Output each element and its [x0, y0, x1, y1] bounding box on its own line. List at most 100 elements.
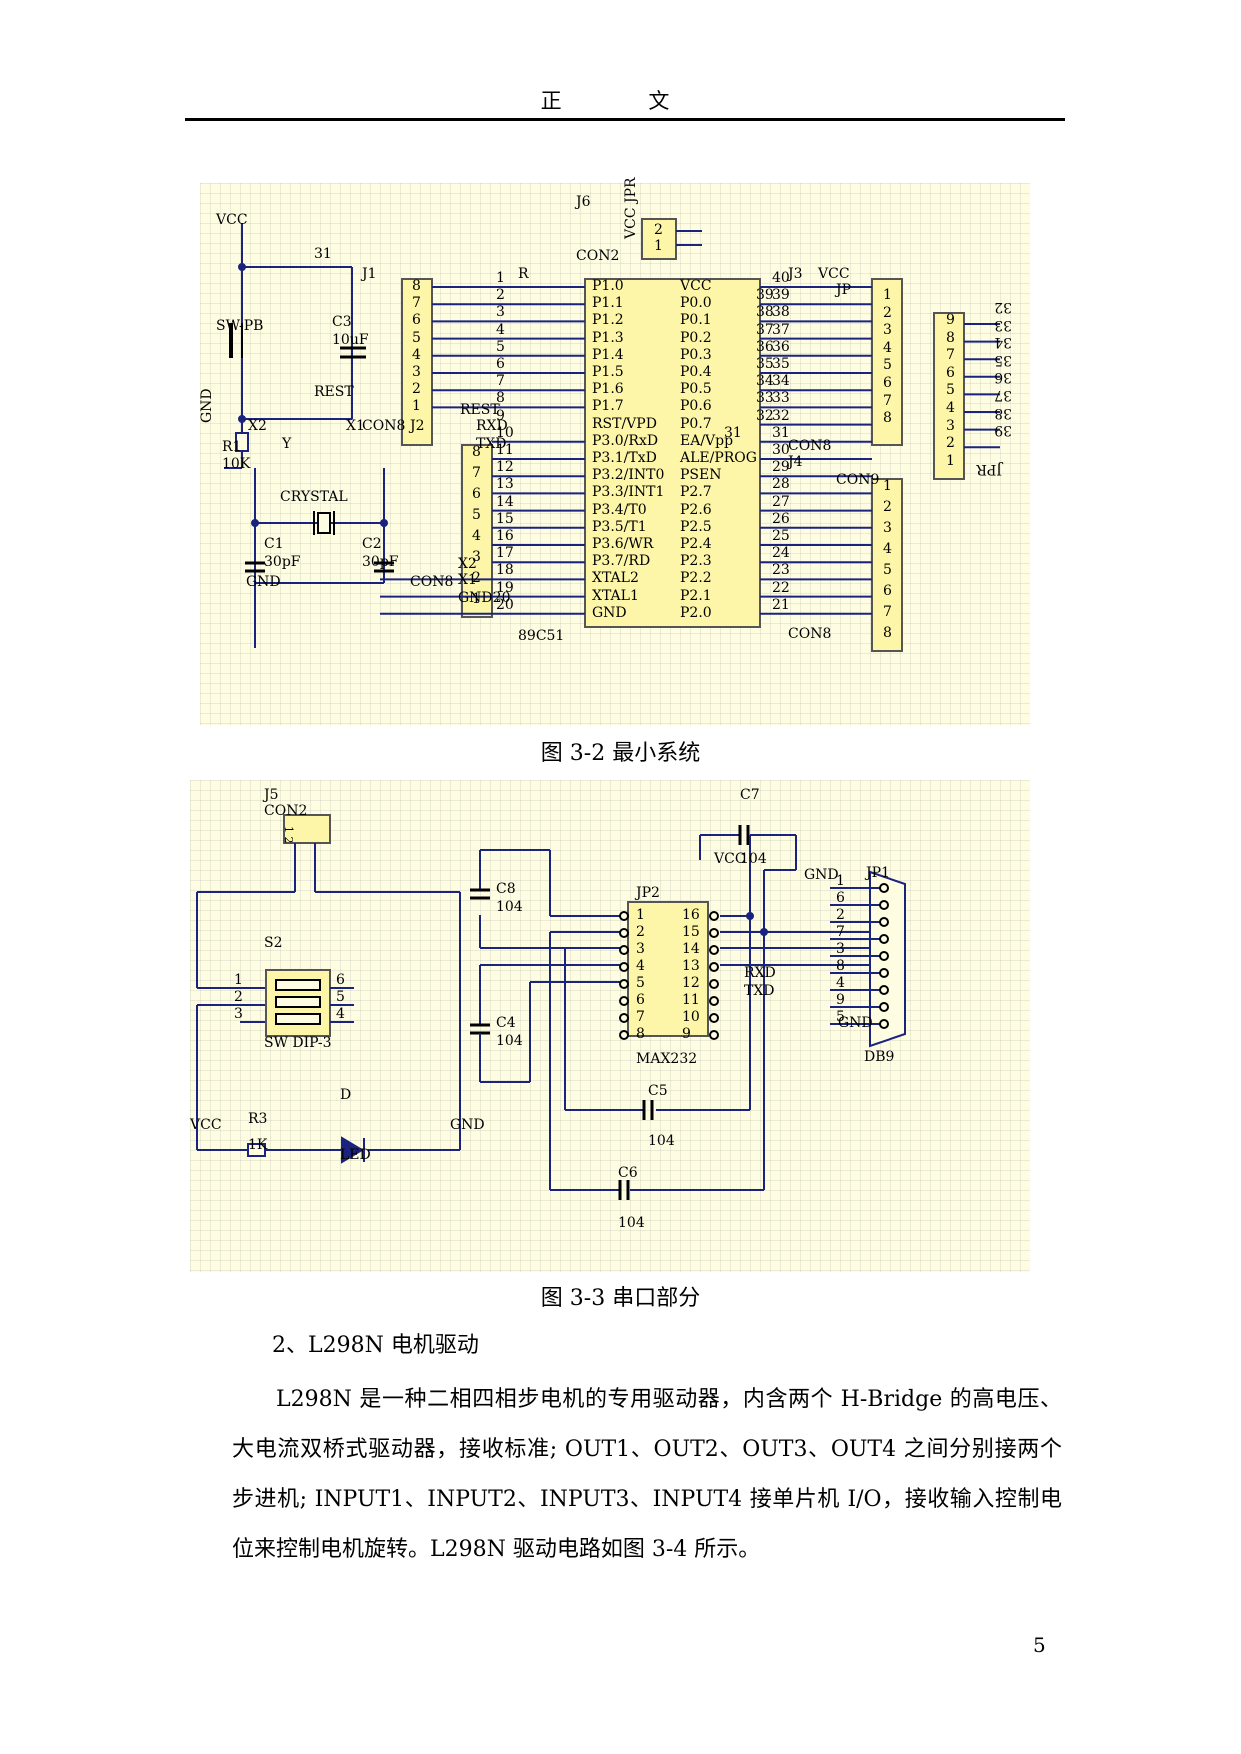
chip-right-pin-number: 32 — [772, 407, 790, 424]
chip-right-pin-number: 39 — [772, 287, 790, 304]
chip-left-pin-number: 9 — [496, 407, 505, 424]
j2-pin-number: 2 — [472, 570, 481, 586]
j2-pin-number: 8 — [472, 444, 481, 460]
ea-net-label: 31 — [724, 425, 742, 441]
header-rule — [185, 118, 1065, 121]
db9-pin — [879, 1002, 889, 1012]
chip-left-pin-number: 13 — [496, 476, 514, 493]
chip-right-pin-number: 26 — [772, 510, 790, 527]
chip-left-pin-label: P3.2/INT0 — [592, 467, 665, 484]
net-x1-label: X1 — [458, 572, 477, 588]
j3-pin-number: 8 — [883, 410, 892, 427]
net-gnd-label: GND20 — [458, 590, 511, 606]
j3-pin-number: 6 — [883, 375, 892, 391]
jp-net-label: 39 — [994, 422, 1012, 439]
j2-label: J2 — [410, 418, 425, 434]
chip-right-pin-label: P0.0 — [680, 295, 712, 312]
chip-right-pin-label: P2.5 — [680, 518, 712, 535]
jp-net-label: 33 — [994, 316, 1012, 333]
db9-pin — [879, 934, 889, 944]
max232-left-pin — [619, 928, 629, 938]
j4-pin-number: 7 — [883, 604, 892, 620]
j4-pin-number: 1 — [883, 478, 892, 494]
chip-right-pin-number: 34 — [772, 373, 790, 390]
chip-left-pin-number: 12 — [496, 459, 514, 476]
j3-net-label: 39 — [756, 287, 774, 304]
j3-net-label: 35 — [756, 356, 774, 372]
max232-left-pin-number: 8 — [636, 1026, 645, 1042]
section-title: 2、L298N 电机驱动 — [272, 1333, 479, 1358]
max232-right-pin-number: 14 — [682, 941, 700, 957]
j3-pin-number: 5 — [883, 357, 892, 374]
chip-right-pin-number: 25 — [772, 528, 790, 544]
chip-right-pin-label: P0.1 — [680, 312, 712, 329]
s2-right-pin-number: 4 — [336, 1006, 345, 1022]
max232-right-pin-number: 11 — [682, 992, 700, 1008]
chip-right-pin-number: 37 — [772, 321, 790, 338]
j2-pin-number: 4 — [472, 528, 481, 544]
c5-value: 104 — [648, 1133, 675, 1149]
chip-left-pin-label: P1.1 — [592, 295, 624, 312]
figure2-caption: 图 3-3 串口部分 — [540, 1286, 701, 1311]
j1-pin-number: 2 — [412, 381, 421, 398]
jp-pin-number: 5 — [946, 382, 955, 399]
jp-pin-number: 4 — [946, 400, 955, 416]
max232-right-pin — [709, 1030, 719, 1040]
j3-net-label: 37 — [756, 321, 774, 338]
j6-pin-number: 2 — [654, 222, 663, 238]
chip-right-pin-number: 21 — [772, 596, 790, 613]
j3-vcc-label: VCC — [818, 266, 850, 282]
j2-pin-number: 6 — [472, 486, 481, 502]
db9-pin-number: 1 — [836, 873, 845, 889]
j2-pin-number: 7 — [472, 465, 481, 481]
db9-label: DB9 — [864, 1049, 895, 1065]
chip-left-pin-number: 11 — [496, 442, 514, 458]
rest-label: REST — [314, 384, 354, 400]
chip-left-pin-label: XTAL1 — [592, 587, 639, 604]
j3-net-label: 33 — [756, 390, 774, 407]
vcc-label: VCC — [190, 1117, 222, 1133]
chip-left-pin-label: P1.7 — [592, 398, 624, 415]
chip-right-pin-number: 30 — [772, 442, 790, 458]
jp-pin-number: 2 — [946, 435, 955, 452]
jp-name: CON9 — [836, 472, 880, 488]
s2-left-pin-number: 2 — [234, 989, 243, 1005]
chip-right-pin-label: EA/Vpp — [680, 432, 734, 449]
max232-left-pin-number: 7 — [636, 1009, 645, 1025]
db9-pin — [879, 968, 889, 978]
j4-label: J4 — [788, 454, 803, 470]
c3-value: 10uF — [332, 332, 369, 348]
chip-right-pin-label: P2.6 — [680, 501, 712, 518]
chip-right-pin-label: PSEN — [680, 467, 722, 484]
j4-pin-number: 5 — [883, 562, 892, 578]
max232-right-pin-number: 15 — [682, 924, 700, 940]
j6-name: CON2 — [576, 248, 620, 264]
x2-label: X2 — [248, 418, 267, 434]
chip-left-pin-label: P3.6/WR — [592, 536, 654, 552]
d-label: D — [340, 1087, 352, 1103]
j3-pin-number: 7 — [883, 392, 892, 409]
j5-label: J5 — [264, 787, 279, 803]
c8-value: 104 — [496, 899, 523, 915]
max232-right-pin — [709, 962, 719, 972]
jp2-label: JP2 — [636, 885, 660, 901]
max232-left-pin-number: 2 — [636, 924, 645, 940]
max232-right-pin — [709, 1013, 719, 1023]
r3-label: R3 — [248, 1111, 268, 1127]
db9-pin-number: 7 — [836, 924, 845, 940]
crystal-label: CRYSTAL — [280, 489, 348, 505]
net-x2-label: X2 — [458, 556, 477, 572]
max232-left-pin — [619, 911, 629, 921]
chip-right-pin-number: 31 — [772, 424, 790, 441]
max232-right-pin-number: 10 — [682, 1009, 700, 1025]
j2-pin-number: 5 — [472, 507, 481, 523]
db9-pin-number: 4 — [836, 975, 845, 991]
max232-left-pin — [619, 962, 629, 972]
max232-right-pin — [709, 911, 719, 921]
chip-right-pin-number: 27 — [772, 493, 790, 510]
max232-right-pin — [709, 945, 719, 955]
txd-label: TXD — [744, 983, 775, 999]
jp-net-label: 32 — [994, 299, 1012, 315]
c7-gnd-label: GND — [804, 867, 839, 883]
